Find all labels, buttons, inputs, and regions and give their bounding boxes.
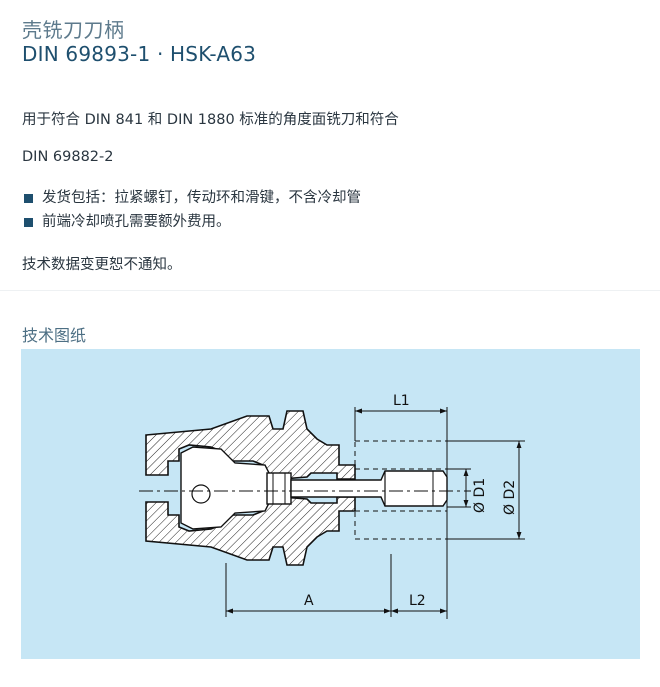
clamping-screw <box>266 472 292 505</box>
section-divider <box>0 290 660 291</box>
technical-drawing-panel: L1 A L2 Ø D1 Ø D2 <box>21 349 640 659</box>
list-item: 前端冷却喷孔需要额外费用。 <box>22 210 361 234</box>
technical-drawing-heading: 技术图纸 <box>22 326 87 345</box>
bullet-text: 发货包括：拉紧螺钉，传动环和滑键，不含冷却管 <box>42 190 361 206</box>
label-d2: Ø D2 <box>502 480 518 515</box>
label-d1: Ø D1 <box>472 478 488 513</box>
list-item: 发货包括：拉紧螺钉，传动环和滑键，不含冷却管 <box>22 186 361 210</box>
label-a: A <box>304 593 314 609</box>
arbor-pilot <box>290 470 448 507</box>
page-title-chinese: 壳铣刀刀柄 <box>22 18 125 42</box>
square-bullet-icon <box>24 218 33 227</box>
page-title-standard: DIN 69893-1 · HSK-A63 <box>22 42 257 66</box>
cutter-outline-upper <box>354 440 448 470</box>
change-notice: 技术数据变更恕不通知。 <box>22 257 182 273</box>
holder-upper-section <box>145 410 356 480</box>
delivery-bullet-list: 发货包括：拉紧螺钉，传动环和滑键，不含冷却管 前端冷却喷孔需要额外费用。 <box>22 186 361 234</box>
cross-hole-circle <box>191 484 211 504</box>
description-line-2: DIN 69882-2 <box>22 149 114 165</box>
label-l2: L2 <box>409 593 426 609</box>
tool-holder-drawing: L1 A L2 Ø D1 Ø D2 <box>139 393 525 619</box>
description-line-1: 用于符合 DIN 841 和 DIN 1880 标准的角度面铣刀和符合 <box>22 112 399 128</box>
label-l1: L1 <box>393 393 410 409</box>
cutter-outline-lower <box>354 510 448 540</box>
bullet-text: 前端冷却喷孔需要额外费用。 <box>42 214 231 230</box>
square-bullet-icon <box>24 194 33 203</box>
